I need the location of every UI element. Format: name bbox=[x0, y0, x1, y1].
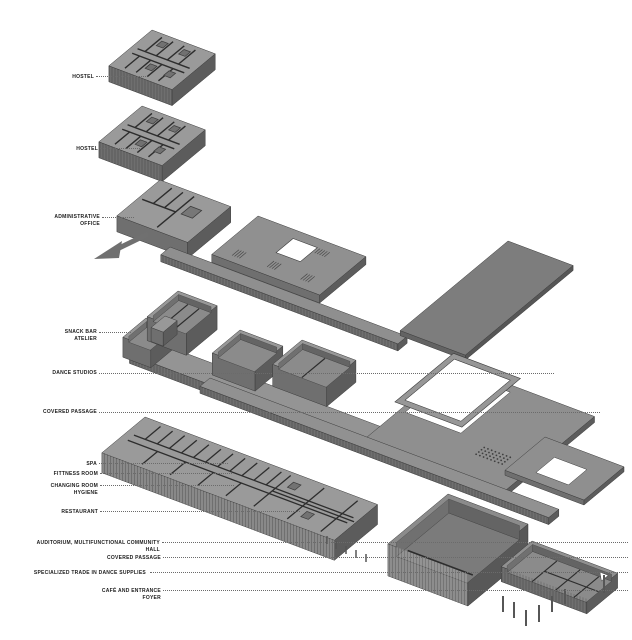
large-dark-roof-plate bbox=[399, 240, 574, 361]
leader-line-restaurant bbox=[100, 511, 300, 512]
label-text: COVERED PASSAGE bbox=[107, 555, 161, 561]
administrative-office-floor-plan bbox=[116, 179, 232, 259]
label-dance-studios: DANCE STUDIOS bbox=[37, 370, 97, 377]
leader-line-covered-passage-lower bbox=[163, 557, 628, 558]
label-text: FITTNESS ROOM bbox=[53, 471, 98, 477]
dance-studio-box-1 bbox=[211, 329, 284, 392]
label-text: HYGIENE bbox=[73, 489, 98, 496]
leader-line-covered-passage-upper bbox=[99, 412, 600, 413]
leader-line-specialized-trade bbox=[150, 572, 628, 573]
label-hostel-upper: HOSTEL bbox=[44, 74, 94, 81]
leader-line-hostel-upper bbox=[96, 76, 146, 77]
label-text: CHANGING ROOM bbox=[50, 483, 98, 489]
label-hostel-lower: HOSTEL bbox=[48, 146, 98, 153]
spa-restaurant-floor-plan bbox=[101, 416, 378, 561]
leader-line-auditorium bbox=[162, 542, 628, 543]
label-text: DANCE STUDIOS bbox=[52, 370, 97, 376]
hostel-lower-floor-plan bbox=[98, 105, 206, 183]
label-covered-passage-lower: COVERED PASSAGE bbox=[91, 555, 161, 562]
ground-pillars bbox=[502, 575, 605, 626]
leader-line-cafe-foyer bbox=[163, 590, 628, 591]
label-restaurant: RESTAURANT bbox=[48, 509, 98, 516]
label-text: COVERED PASSAGE bbox=[43, 409, 97, 415]
roof-plate-with-courtyard-hole bbox=[211, 215, 367, 304]
label-text: SPECIALIZED TRADE IN DANCE SUPPLIES bbox=[33, 570, 146, 576]
label-specialized-trade: SPECIALIZED TRADE IN DANCE SUPPLIES bbox=[31, 570, 146, 577]
label-text: RESTAURANT bbox=[61, 509, 98, 515]
leader-line-changing-room bbox=[100, 485, 234, 486]
cafe-entrance-foyer-wing bbox=[500, 540, 619, 615]
leader-line-administrative-office bbox=[102, 217, 134, 218]
label-changing-room-hygiene: CHANGING ROOM HYGIENE bbox=[38, 483, 98, 496]
label-administrative-office: ADMINISTRATIVE OFFICE bbox=[40, 214, 100, 227]
label-text: OFFICE bbox=[80, 220, 100, 227]
leader-line-dance-studios bbox=[99, 373, 554, 374]
hostel-upper-floor-plan bbox=[108, 29, 216, 107]
label-text: ADMINISTRATIVE bbox=[54, 214, 100, 220]
roof-skylight-hatches bbox=[231, 248, 330, 283]
snack-bar-annex bbox=[150, 315, 178, 347]
label-auditorium-community-hall: AUDITORIUM, MULTIFUNCTIONAL COMMUNITY HA… bbox=[30, 540, 160, 553]
leader-line-fittness-room bbox=[100, 473, 232, 474]
entrance-arrow bbox=[94, 231, 150, 259]
upper-walkway-bar bbox=[160, 246, 408, 352]
drainage-grate-dots bbox=[475, 446, 512, 465]
label-text: HOSTEL bbox=[76, 146, 98, 152]
label-cafe-entrance-foyer: CAFÉ AND ENTRANCE FOYER bbox=[91, 588, 161, 601]
label-text: SPA bbox=[86, 461, 97, 467]
label-spa: SPA bbox=[57, 461, 97, 468]
label-text: CAFÉ AND ENTRANCE FOYER bbox=[101, 588, 161, 601]
leader-line-hostel-lower bbox=[100, 148, 140, 149]
leader-line-spa bbox=[99, 463, 228, 464]
label-text: ATELIER bbox=[74, 335, 97, 342]
label-fittness-room: FITTNESS ROOM bbox=[38, 471, 98, 478]
label-text: AUDITORIUM, MULTIFUNCTIONAL COMMUNITY HA… bbox=[36, 540, 160, 553]
label-covered-passage-upper: COVERED PASSAGE bbox=[27, 409, 97, 416]
label-text: HOSTEL bbox=[72, 74, 94, 80]
courtyard-plate-right-extension bbox=[504, 436, 625, 506]
label-snack-bar-atelier: SNACK BAR ATELIER bbox=[47, 329, 97, 342]
label-text: SNACK BAR bbox=[64, 329, 97, 335]
leader-line-snack-bar bbox=[99, 332, 131, 333]
